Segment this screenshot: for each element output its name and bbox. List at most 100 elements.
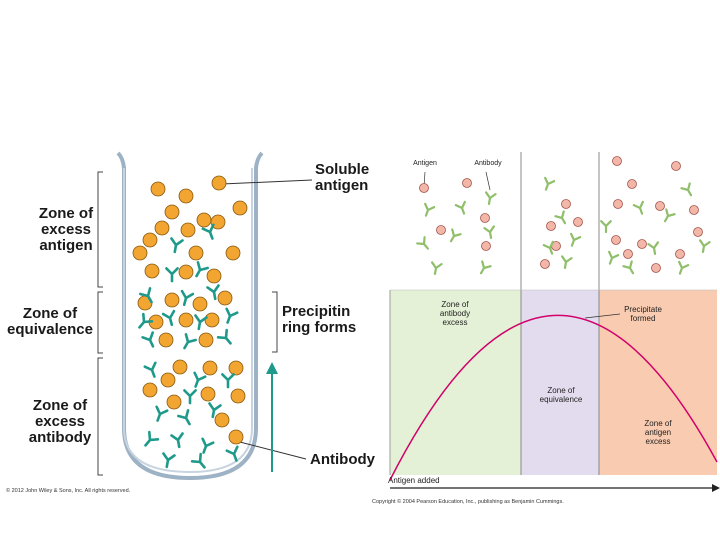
antibody-leader xyxy=(231,439,307,460)
zone-excess-antibody-label: Zone of excess antibody xyxy=(28,397,92,446)
antigen-particle xyxy=(164,204,180,220)
antibody-label: Antibody xyxy=(310,451,375,468)
antigen-icon xyxy=(671,161,681,171)
antibody-icon xyxy=(678,260,690,275)
antibody-molecule xyxy=(225,307,239,324)
antibody-icon xyxy=(622,260,635,275)
antibody-molecule xyxy=(183,389,197,405)
antigen-icon xyxy=(462,178,472,188)
antigen-label: Antigen xyxy=(413,160,437,167)
antibody-icon xyxy=(449,228,462,243)
antigen-particle xyxy=(200,386,216,402)
antibody-small-label: Antibody xyxy=(474,160,502,167)
antibody-molecule xyxy=(216,328,232,345)
antigen-icon xyxy=(627,179,637,189)
antibody-molecule xyxy=(225,445,239,462)
antigen-icon xyxy=(480,213,490,223)
antigen-particle xyxy=(142,232,158,248)
antigen-particle xyxy=(225,245,241,261)
antigen-particle xyxy=(188,245,204,261)
zone-excess-antigen-label: Zone of excess antigen xyxy=(38,205,94,254)
antigen-particle xyxy=(180,222,196,238)
antibody-icon xyxy=(483,225,495,240)
antigen-particle xyxy=(198,332,214,348)
antigen-icon xyxy=(481,241,491,251)
antibody-molecule xyxy=(162,452,176,469)
antigen-particle xyxy=(232,200,248,216)
antibody-icon xyxy=(632,200,644,215)
antibody-icon xyxy=(647,241,659,256)
zone-equivalence-label: Zone of equivalence xyxy=(7,305,93,338)
antibody-molecule xyxy=(155,405,169,422)
antigen-particle xyxy=(196,212,212,228)
antigen-particle xyxy=(211,175,227,191)
antigen-icon xyxy=(546,221,556,231)
precipitin-bracket xyxy=(272,291,278,353)
antigen-particle xyxy=(210,214,226,230)
antibody-icon xyxy=(454,200,466,215)
antigen-particle xyxy=(228,360,244,376)
zone-antigen-excess-label: Zone of antigen excess xyxy=(644,419,672,446)
zone-brackets-left xyxy=(97,171,103,476)
antigen-particle xyxy=(158,332,174,348)
x-axis-label: Antigen added xyxy=(388,476,440,485)
antigen-particle xyxy=(172,359,188,375)
antigen-icon xyxy=(655,201,665,211)
antigen-particle xyxy=(206,268,222,284)
antigen-particle xyxy=(132,245,148,261)
antigen-icon xyxy=(573,217,583,227)
antibody-molecule xyxy=(143,361,157,378)
antibody-molecule xyxy=(183,333,197,350)
antigen-particle xyxy=(192,296,208,312)
antigen-icon xyxy=(436,225,446,235)
antigen-icon xyxy=(613,199,623,209)
left-antibodies xyxy=(138,223,239,469)
antibody-icon xyxy=(544,176,556,191)
zone-antibody-excess-label: Zone of antibody excess xyxy=(439,300,471,327)
antibody-icon xyxy=(663,208,676,223)
antigen-particle xyxy=(160,372,176,388)
precipitin-ring-label: Precipitin ring forms xyxy=(282,303,357,336)
antibody-icon xyxy=(416,236,429,250)
antibody-molecule xyxy=(193,371,207,388)
antibody-molecule xyxy=(139,287,153,304)
antigen-particle xyxy=(166,394,182,410)
left-copyright: © 2012 John Wiley & Sons, Inc. All right… xyxy=(6,488,131,494)
antigen-icon xyxy=(419,183,429,193)
antibody-molecule xyxy=(141,331,155,348)
antibody-molecule xyxy=(161,309,176,327)
antigen-particle xyxy=(204,312,220,328)
antibody-molecule xyxy=(208,402,222,419)
antigen-particle xyxy=(228,429,244,445)
antibody-molecule xyxy=(138,312,154,329)
antigen-particle xyxy=(150,181,166,197)
antigen-icon xyxy=(693,227,703,237)
precipitin-curve xyxy=(389,314,718,481)
antibody-icon xyxy=(561,255,573,270)
antibody-molecule xyxy=(194,314,208,331)
antigen-particle xyxy=(154,220,170,236)
antibody-icon xyxy=(570,232,582,247)
antibody-icon xyxy=(600,220,612,234)
antigen-icon xyxy=(540,259,550,269)
right-copyright: Copyright © 2004 Pearson Education, Inc.… xyxy=(372,499,564,505)
antibody-icon xyxy=(699,239,711,254)
antibody-molecule xyxy=(201,437,215,454)
zone-equivalence-small-label: Zone of equivalence xyxy=(539,386,583,404)
antibody-molecule xyxy=(144,430,160,447)
antibody-molecule xyxy=(195,261,209,278)
test-tube xyxy=(116,151,264,481)
antibody-molecule xyxy=(170,237,184,254)
antigen-particle xyxy=(230,388,246,404)
antigen-icon xyxy=(637,239,647,249)
antibody-molecule xyxy=(170,432,184,449)
antigen-icon xyxy=(689,205,699,215)
antigen-particle xyxy=(178,312,194,328)
x-axis-arrow-icon xyxy=(712,484,720,492)
antigen-icon xyxy=(623,249,633,259)
precipitate-leader xyxy=(584,313,621,319)
antibody-molecule xyxy=(177,409,191,426)
left-antigens xyxy=(132,175,248,445)
antibody-icon xyxy=(542,240,554,255)
